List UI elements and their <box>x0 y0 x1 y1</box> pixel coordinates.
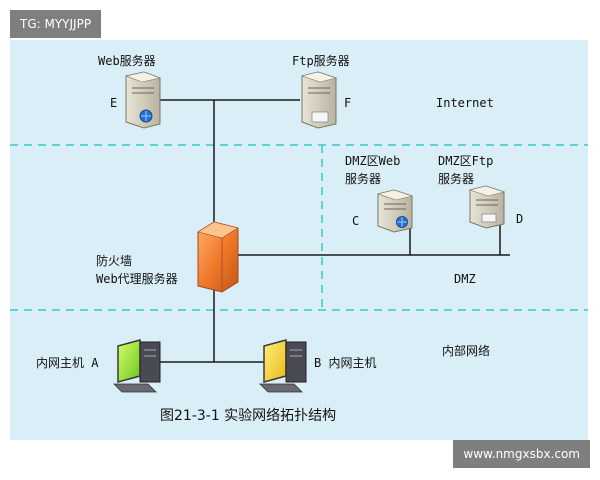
dmz-ftp-title-line2: 服务器 <box>438 172 475 186</box>
dmz-web-title-line2: 服务器 <box>345 172 382 186</box>
host-a-label: 内网主机 A <box>36 356 99 370</box>
zone-intranet-label: 内部网络 <box>442 344 491 358</box>
zone-dmz-label: DMZ <box>454 272 476 286</box>
host-a-computer-icon <box>113 339 161 393</box>
dmz-ftp-server-icon <box>468 185 506 229</box>
dmz-ftp-id: D <box>516 212 524 226</box>
firewall-title-line2: Web代理服务器 <box>96 272 178 286</box>
dmz-web-server-icon <box>376 189 414 233</box>
firewall-title-line1: 防火墙 <box>96 254 133 268</box>
figure-caption: 图21-3-1 实验网络拓扑结构 <box>160 408 337 424</box>
firewall-icon <box>197 221 239 293</box>
watermark-bottom: www.nmgxsbx.com <box>453 440 590 468</box>
ftp-server-id: F <box>344 96 352 110</box>
ftp-server-title: Ftp服务器 <box>292 54 350 68</box>
web-server-title: Web服务器 <box>98 54 156 68</box>
web-server-icon <box>124 71 162 129</box>
watermark-top: TG: MYYJJPP <box>10 10 102 38</box>
host-b-label: B 内网主机 <box>314 356 377 370</box>
ftp-server-icon <box>300 71 338 129</box>
dmz-web-title-line1: DMZ区Web <box>345 154 401 168</box>
zone-internet-label: Internet <box>436 96 494 110</box>
network-links <box>160 99 510 363</box>
dmz-web-id: C <box>352 214 360 228</box>
web-server-id: E <box>110 96 118 110</box>
dmz-ftp-title-line1: DMZ区Ftp <box>438 154 494 168</box>
host-b-computer-icon <box>259 339 307 393</box>
